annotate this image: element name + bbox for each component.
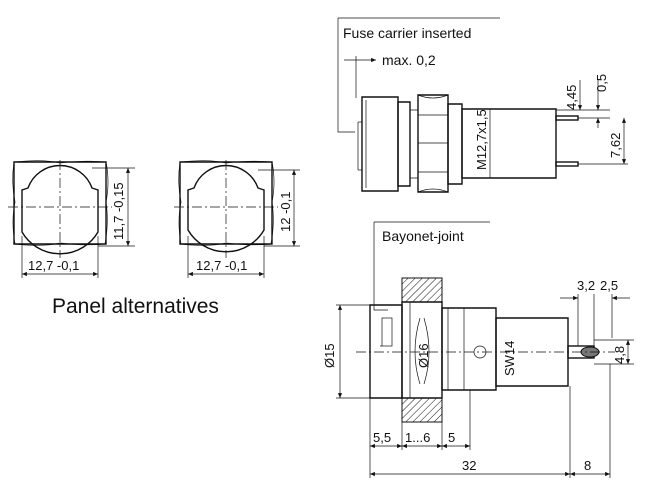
panel2-height-label: 12 -0,1 [278,192,293,232]
dim-1-6: 1...6 [405,430,430,445]
dim-32: 32 [462,458,476,473]
dim-8: 8 [584,458,591,473]
dim-05: 0,5 [594,74,609,92]
panel2-width-label: 12,7 -0,1 [196,258,247,273]
dim-55: 5,5 [373,430,391,445]
dia15-label: Ø15 [322,343,337,368]
thread-label: M12,7x1,5 [474,109,489,170]
panel-cutout-2: 12 -0,1 12,7 -0,1 [174,160,300,278]
dim-25: 2,5 [600,278,618,293]
panel-alternatives-title: Panel alternatives [52,295,219,318]
side-view-top: Fuse carrier inserted max. 0,2 M12,7x1,5 [337,17,628,193]
dia16-label: Ø16 [416,343,431,368]
max-gap-label: max. 0,2 [382,52,436,68]
fuse-carrier-label: Fuse carrier inserted [343,25,471,41]
bayonet-label: Bayonet-joint [382,228,464,244]
panel-cutout-1: 11,7 -0,15 12,7 -0,1 [8,160,135,278]
dim-445: 4,45 [564,85,579,110]
dim-32-top: 3,2 [577,278,595,293]
dim-762: 7,62 [608,133,623,158]
sw14-label: SW14 [502,341,517,376]
panel1-width-label: 12,7 -0,1 [28,258,79,273]
section-view-bottom: Bayonet-joint Ø16 SW14 Ø15 [322,221,634,478]
dim-48: 4,8 [612,346,627,364]
panel1-height-label: 11,7 -0,15 [111,182,126,240]
dim-5: 5 [448,430,455,445]
